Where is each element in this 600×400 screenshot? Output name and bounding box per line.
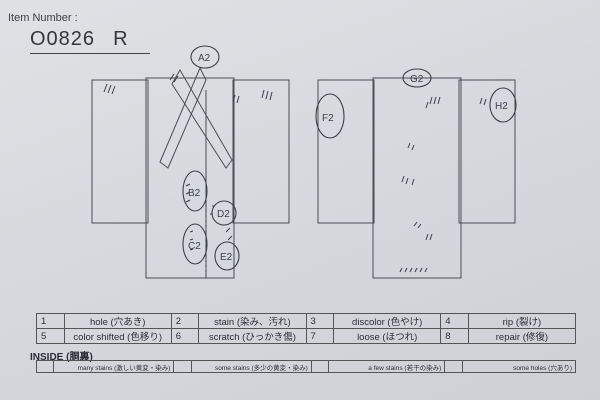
legend-number: 1 — [36, 313, 65, 329]
legend-label: repair (修復) — [467, 328, 577, 344]
front-mark-labels: A2 B2 C2 D2 E2 — [188, 53, 233, 263]
legend-label: stain (染み、汚れ) — [198, 313, 307, 329]
item-number-value: O0826 — [30, 28, 96, 50]
mark-label-h2: H2 — [495, 101, 508, 112]
inside-checkbox[interactable] — [310, 360, 330, 373]
legend-row: 5 color shifted (色移り) 6 scratch (ひっかき傷) … — [36, 328, 577, 344]
mark-label-g2: G2 — [410, 74, 424, 85]
inside-option-label: many stains (激しい黄変・染み) — [53, 360, 175, 373]
front-collar-right — [159, 66, 207, 169]
inside-condition-table: many stains (激しい黄変・染み) some stains (多少の黄… — [35, 360, 577, 373]
legend-number: 7 — [305, 328, 335, 344]
front-stain-marks — [103, 73, 273, 251]
front-right-sleeve — [232, 79, 290, 224]
back-view — [317, 77, 516, 279]
legend-number: 4 — [440, 313, 469, 329]
front-mark-circles — [182, 45, 240, 276]
legend-number: 5 — [36, 328, 65, 344]
mark-label-d2: D2 — [217, 209, 230, 220]
front-collar-left — [171, 68, 233, 169]
legend-row: 1 hole (穴あき) 2 stain (染み、汚れ) 3 discolor … — [36, 313, 577, 329]
legend-number: 8 — [440, 328, 469, 344]
inside-checkbox[interactable] — [173, 360, 192, 373]
inside-option-label: some stains (多少の黄変・染み) — [190, 360, 312, 373]
mark-label-b2: B2 — [188, 188, 201, 199]
mark-label-c2: C2 — [188, 241, 201, 252]
legend-number: 6 — [170, 328, 200, 344]
item-number-label: Item Number : — [8, 12, 78, 24]
inside-checkbox[interactable] — [444, 360, 463, 373]
front-body — [145, 77, 235, 279]
back-left-sleeve — [317, 79, 375, 224]
legend-label: rip (裂け) — [467, 313, 577, 329]
back-right-sleeve — [458, 79, 516, 224]
inside-section-title: INSIDE (胴裏) — [30, 352, 93, 363]
damage-legend-table: 1 hole (穴あき) 2 stain (染み、汚れ) 3 discolor … — [36, 313, 577, 344]
legend-label: scratch (ひっかき傷) — [198, 328, 307, 344]
mark-label-f2: F2 — [322, 113, 334, 124]
item-number-suffix: R — [113, 28, 129, 50]
legend-number: 2 — [170, 313, 200, 329]
legend-label: color shifted (色移り) — [63, 328, 172, 344]
back-mark-circles — [315, 68, 517, 139]
mark-label-a2: A2 — [198, 53, 211, 64]
inside-checkbox[interactable] — [35, 360, 55, 373]
back-body — [372, 77, 462, 279]
item-number-field: O0826 R — [30, 28, 150, 54]
legend-label: hole (穴あき) — [63, 313, 172, 329]
inside-row: many stains (激しい黄変・染み) some stains (多少の黄… — [35, 360, 577, 373]
inside-option-label: some holes (穴あり) — [461, 360, 577, 373]
inside-option-label: a few stains (若干の染み) — [328, 360, 446, 373]
legend-label: loose (ほつれ) — [333, 328, 442, 344]
mark-label-e2: E2 — [220, 252, 233, 263]
back-mark-labels: G2 F2 H2 — [322, 74, 508, 124]
legend-label: discolor (色やけ) — [333, 313, 442, 329]
front-left-sleeve — [91, 79, 149, 224]
legend-number: 3 — [305, 313, 335, 329]
back-stain-marks — [399, 96, 487, 273]
